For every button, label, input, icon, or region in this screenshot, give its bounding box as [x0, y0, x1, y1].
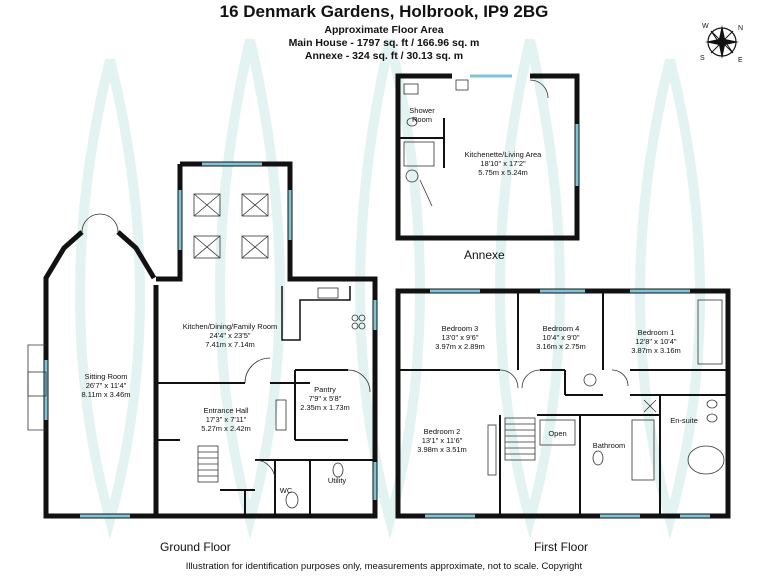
annexe-windows	[470, 74, 579, 186]
compass-icon: N E S W	[700, 23, 743, 64]
stairs-icon	[197, 445, 219, 483]
compass-w: W	[702, 23, 709, 30]
ground-floor-label: Ground Floor	[160, 540, 231, 554]
skylight-icon	[193, 193, 269, 259]
room-shower-room: Shower Room	[409, 106, 435, 124]
ground-floor-windows	[44, 162, 377, 518]
room-wc: WC	[279, 486, 293, 495]
first-floor-windows	[425, 289, 710, 518]
compass-n: N	[738, 25, 743, 32]
room-open: Open	[548, 429, 567, 438]
room-bathroom: Bathroom	[592, 441, 626, 450]
page-title: 16 Denmark Gardens, Holbrook, IP9 2BG	[219, 2, 549, 21]
compass-s: S	[700, 55, 705, 62]
ground-floor-fixtures	[27, 193, 371, 509]
annexe-plan	[395, 73, 580, 241]
first-floor-fixtures	[487, 299, 725, 481]
stairs-icon	[504, 417, 536, 461]
footer-disclaimer: Illustration for identification purposes…	[185, 561, 583, 572]
compass-e: E	[738, 57, 743, 64]
room-utility: Utility	[327, 476, 347, 485]
annexe-fixtures	[403, 79, 549, 207]
room-en-suite: En-suite	[670, 416, 698, 425]
annexe-area: Annexe - 324 sq. ft / 30.13 sq. m	[304, 50, 464, 62]
floor-area-subtitle: Approximate Floor Area	[324, 24, 444, 36]
watermark-leaves	[75, 38, 705, 540]
first-floor-label: First Floor	[534, 540, 588, 554]
annexe-floor-label: Annexe	[464, 248, 505, 262]
main-house-area: Main House - 1797 sq. ft / 166.96 sq. m	[288, 37, 480, 49]
